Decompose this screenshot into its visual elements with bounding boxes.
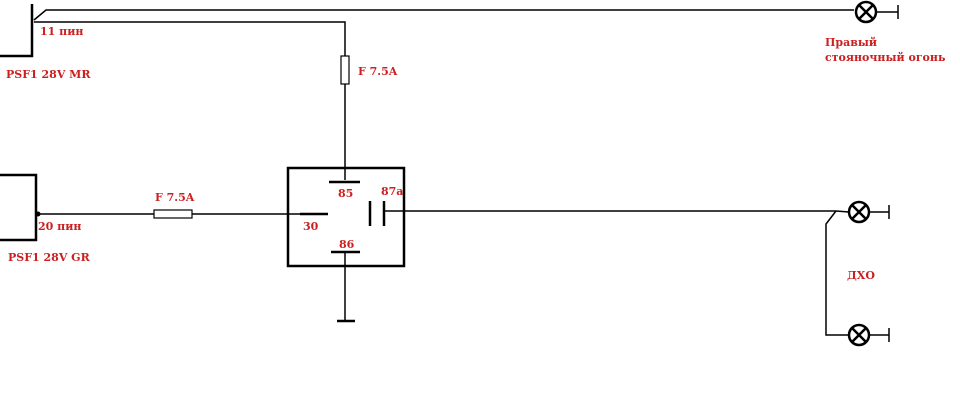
label-fuse-left: F 7.5A — [155, 191, 195, 204]
label-relay-87a: 87a — [381, 185, 403, 198]
label-connector-mr: PSF1 28V MR — [6, 68, 91, 81]
label-relay-30: 30 — [303, 220, 319, 233]
relay-box — [286, 166, 406, 268]
label-pin11: 11 пин — [40, 25, 83, 38]
label-drl: ДХО — [847, 269, 875, 282]
fuse-top — [340, 55, 350, 85]
lamp-drl-2-icon — [847, 323, 890, 347]
lamp-drl-1-icon — [847, 200, 890, 224]
label-relay-86: 86 — [339, 238, 355, 251]
ground-86 — [337, 252, 355, 323]
fuse-left — [153, 209, 193, 219]
lamp-right-parking-icon — [854, 0, 899, 24]
label-pin20: 20 пин — [38, 220, 81, 233]
wire-top-main — [33, 9, 854, 21]
label-connector-gr: PSF1 28V GR — [8, 251, 91, 264]
connector-mr — [0, 4, 34, 58]
connector-gr — [0, 173, 41, 242]
label-lamp-right-line1: Правый — [825, 36, 877, 49]
label-fuse-top: F 7.5A — [358, 65, 398, 78]
wire-87a-to-drl — [384, 210, 850, 336]
label-lamp-right-line2: стояночный огонь — [825, 51, 946, 64]
connector-gr-pin-dot — [35, 211, 41, 217]
label-relay-85: 85 — [338, 187, 353, 200]
wire-top-to-fuse — [34, 21, 346, 180]
